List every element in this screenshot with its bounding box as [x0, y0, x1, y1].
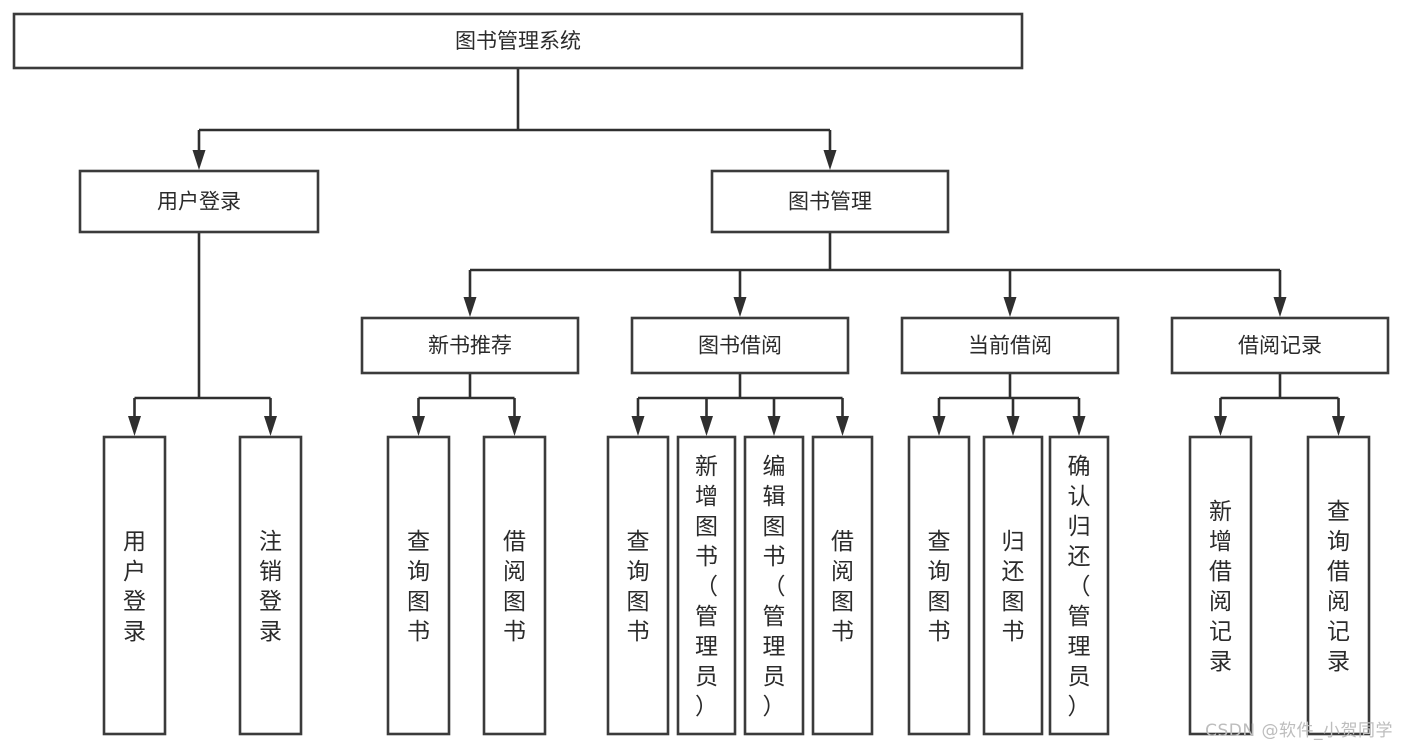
- node-box[interactable]: [900, 316, 1120, 375]
- node-label: 借阅图书: [503, 529, 526, 645]
- node-box[interactable]: [78, 169, 320, 234]
- arrow-head-icon: [700, 416, 713, 436]
- node-box[interactable]: [1048, 435, 1110, 736]
- arrow-head-icon: [1332, 416, 1345, 436]
- node-l-bq-borrow[interactable]: 借阅图书: [811, 435, 874, 736]
- node-box[interactable]: [743, 435, 805, 736]
- node-label: 新书推荐: [428, 334, 512, 358]
- node-l-bq-edit[interactable]: 编辑图书（管理员）: [743, 435, 805, 736]
- node-label: 借阅记录: [1238, 334, 1322, 358]
- node-label: 新增借阅记录: [1209, 499, 1232, 675]
- node-l-nb-query[interactable]: 查询图书: [386, 435, 451, 736]
- node-box[interactable]: [982, 435, 1044, 736]
- node-n-newbook[interactable]: 新书推荐: [360, 316, 580, 375]
- node-box[interactable]: [12, 12, 1024, 70]
- arrow-head-icon: [192, 150, 206, 170]
- node-l-nb-borrow[interactable]: 借阅图书: [482, 435, 547, 736]
- node-box[interactable]: [482, 435, 547, 736]
- node-n-bookmgr[interactable]: 图书管理: [710, 169, 950, 234]
- connector-group: [463, 232, 1287, 317]
- node-label: 图书管理系统: [455, 29, 581, 53]
- node-label: 归还图书: [1002, 529, 1025, 645]
- node-l-cb-query[interactable]: 查询图书: [907, 435, 971, 736]
- arrow-head-icon: [264, 416, 277, 436]
- arrow-head-icon: [733, 297, 747, 317]
- arrow-head-icon: [631, 416, 645, 436]
- connector-group: [631, 373, 849, 436]
- node-box[interactable]: [1170, 316, 1390, 375]
- node-l-bq-add[interactable]: 新增图书（管理员）: [676, 435, 737, 736]
- arrow-head-icon: [823, 150, 837, 170]
- node-box[interactable]: [606, 435, 670, 736]
- node-box[interactable]: [360, 316, 580, 375]
- node-label: 新增图书（管理员）: [695, 454, 718, 720]
- arrow-head-icon: [1273, 297, 1287, 317]
- connector-group: [1214, 373, 1345, 436]
- node-label: 借阅图书: [831, 529, 854, 645]
- node-label: 注销登录: [259, 529, 282, 645]
- node-box[interactable]: [102, 435, 167, 736]
- node-box[interactable]: [386, 435, 451, 736]
- node-l-bq-query[interactable]: 查询图书: [606, 435, 670, 736]
- node-box[interactable]: [811, 435, 874, 736]
- arrow-head-icon: [1214, 416, 1227, 436]
- arrow-head-icon: [508, 416, 521, 436]
- node-box[interactable]: [676, 435, 737, 736]
- node-n-borrow[interactable]: 图书借阅: [630, 316, 850, 375]
- arrow-head-icon: [1006, 416, 1020, 436]
- node-label: 查询图书: [407, 529, 430, 645]
- node-l-cb-return[interactable]: 归还图书: [982, 435, 1044, 736]
- node-l-rc-add[interactable]: 新增借阅记录: [1188, 435, 1253, 736]
- node-root[interactable]: 图书管理系统: [12, 12, 1024, 70]
- node-label: 当前借阅: [968, 334, 1052, 358]
- node-box[interactable]: [238, 435, 303, 736]
- node-label: 编辑图书（管理员）: [763, 454, 786, 720]
- node-label: 查询借阅记录: [1327, 499, 1350, 675]
- arrow-head-icon: [1003, 297, 1017, 317]
- arrow-head-icon: [836, 416, 849, 436]
- node-label: 查询图书: [627, 529, 650, 645]
- node-layer: 图书管理系统用户登录图书管理新书推荐图书借阅当前借阅借阅记录用户登录注销登录查询…: [12, 12, 1390, 736]
- node-l-rc-query[interactable]: 查询借阅记录: [1306, 435, 1371, 736]
- connector-group: [128, 232, 277, 436]
- node-label: 确认归还（管理员）: [1068, 454, 1091, 720]
- node-l-userlogin[interactable]: 用户登录: [102, 435, 167, 736]
- node-l-logout[interactable]: 注销登录: [238, 435, 303, 736]
- node-box[interactable]: [1188, 435, 1253, 736]
- node-box[interactable]: [630, 316, 850, 375]
- node-l-cb-confirm[interactable]: 确认归还（管理员）: [1048, 435, 1110, 736]
- arrow-head-icon: [1072, 416, 1086, 436]
- node-label: 图书借阅: [698, 334, 782, 358]
- node-label: 查询图书: [928, 529, 951, 645]
- node-box[interactable]: [710, 169, 950, 234]
- node-n-current[interactable]: 当前借阅: [900, 316, 1120, 375]
- node-label: 用户登录: [123, 529, 146, 645]
- connector-group: [932, 373, 1086, 436]
- connector-group: [192, 68, 837, 170]
- node-label: 图书管理: [788, 190, 872, 214]
- node-label: 用户登录: [157, 190, 241, 214]
- connector-layer: [128, 68, 1345, 436]
- arrow-head-icon: [767, 416, 781, 436]
- arrow-head-icon: [412, 416, 425, 436]
- arrow-head-icon: [463, 297, 477, 317]
- node-box[interactable]: [907, 435, 971, 736]
- arrow-head-icon: [932, 416, 946, 436]
- connector-group: [412, 373, 521, 436]
- node-box[interactable]: [1306, 435, 1371, 736]
- node-n-record[interactable]: 借阅记录: [1170, 316, 1390, 375]
- node-n-login[interactable]: 用户登录: [78, 169, 320, 234]
- arrow-head-icon: [128, 416, 141, 436]
